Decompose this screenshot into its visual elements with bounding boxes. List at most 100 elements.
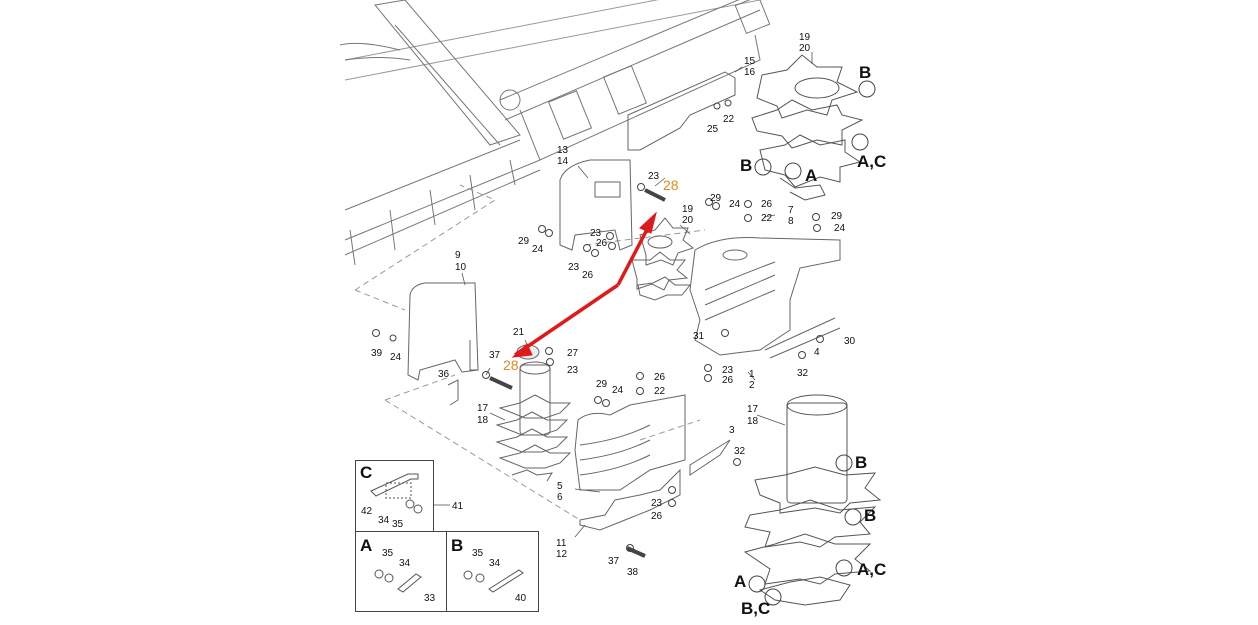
housing-7-8 (689, 237, 841, 356)
callout-23: 23 (590, 228, 602, 239)
callout-23: 23 (568, 262, 580, 273)
callout-4: 4 (814, 347, 820, 358)
detail-marker-bc[interactable]: B,C (741, 599, 771, 618)
callout-26: 26 (761, 199, 773, 210)
callout-3: 3 (729, 425, 735, 436)
callout-11: 11 (556, 538, 567, 549)
inset-letter: C (360, 463, 373, 482)
red-arrow (511, 211, 657, 358)
callout-32: 32 (797, 368, 809, 379)
callout-32: 32 (734, 446, 746, 457)
housing-5-6 (574, 394, 686, 491)
callout-10: 10 (455, 262, 467, 273)
callout-29: 29 (596, 379, 608, 390)
callout-37: 37 (489, 350, 501, 361)
callout-18: 18 (747, 416, 759, 427)
callout-26: 26 (651, 511, 663, 522)
callout-36: 36 (438, 369, 450, 380)
inset-b-drawing (463, 569, 524, 593)
callout-24: 24 (729, 199, 741, 210)
inset-letter: A (360, 536, 373, 555)
bracket-36 (447, 379, 459, 406)
callout-19: 19 (799, 32, 811, 43)
blade-3 (689, 439, 731, 476)
callout-23: 23 (567, 365, 579, 376)
inset-detail-b: B 35 34 40 (446, 531, 539, 612)
inset-letter: B (451, 536, 464, 555)
inset-part-33: 33 (424, 593, 436, 604)
inset-part-34: 34 (489, 558, 501, 569)
callout-20: 20 (799, 43, 811, 54)
callout-41: 41 (452, 501, 464, 512)
detail-marker-ac[interactable]: A,C (857, 560, 887, 579)
inset-a-drawing (374, 569, 422, 593)
callout-6: 6 (557, 492, 563, 503)
guide-lines (354, 184, 706, 521)
callout-25: 25 (707, 124, 719, 135)
callout-26: 26 (722, 375, 734, 386)
callout-23: 23 (648, 171, 660, 182)
detail-marker-b[interactable]: B (855, 453, 868, 472)
detail-marker-b[interactable]: B (864, 506, 877, 525)
inset-detail-a: A 35 34 33 (355, 531, 447, 612)
callout-15: 15 (744, 56, 756, 67)
callout-12: 12 (556, 549, 568, 560)
inset-part-40: 40 (515, 593, 527, 604)
detail-circles (748, 80, 876, 606)
callout-9: 9 (455, 250, 461, 261)
callout-30: 30 (844, 336, 856, 347)
detail-marker-a[interactable]: A (734, 572, 747, 591)
callout-26: 26 (654, 372, 666, 383)
callout-29: 29 (831, 211, 843, 222)
blade-4 (764, 317, 841, 359)
inset-part-35: 35 (382, 548, 394, 559)
callout-29: 29 (518, 236, 530, 247)
fasteners (372, 99, 824, 558)
inset-part-34: 34 (378, 515, 390, 526)
callout-31: 31 (693, 331, 705, 342)
callout-24: 24 (390, 352, 402, 363)
callout-18: 18 (477, 415, 489, 426)
inset-c-drawing (370, 473, 423, 514)
callout-14: 14 (557, 156, 569, 167)
detail-marker-b[interactable]: B (740, 156, 753, 175)
callout-8: 8 (788, 216, 794, 227)
callout-26: 26 (582, 270, 594, 281)
cover-13-14 (559, 159, 633, 251)
rotor-19-20-large (751, 54, 864, 201)
callout-22: 22 (654, 386, 666, 397)
callout-23: 23 (651, 498, 663, 509)
leader-lines (434, 52, 813, 538)
callout-24: 24 (834, 223, 846, 234)
callout-26: 26 (596, 238, 608, 249)
main-frame (339, 0, 771, 266)
callout-5: 5 (557, 481, 563, 492)
callout-16: 16 (744, 67, 756, 78)
callout-23: 23 (722, 365, 734, 376)
callout-28-bottom[interactable]: 28 (503, 357, 519, 373)
callout-38: 38 (627, 567, 639, 578)
callout-22: 22 (723, 114, 735, 125)
rotor-19-20-small (631, 217, 695, 301)
callout-19: 19 (682, 204, 694, 215)
inset-part-42: 42 (361, 506, 373, 517)
detail-marker-b[interactable]: B (859, 63, 872, 82)
callout-17: 17 (747, 404, 759, 415)
detail-marker-ac[interactable]: A,C (857, 152, 887, 171)
callout-37: 37 (608, 556, 620, 567)
callout-24: 24 (612, 385, 624, 396)
detail-marker-a[interactable]: A (805, 166, 818, 185)
inset-part-35: 35 (472, 548, 484, 559)
shield-9-10 (407, 282, 479, 381)
callout-39: 39 (371, 348, 383, 359)
callout-17: 17 (477, 403, 489, 414)
inset-part-35: 35 (392, 519, 404, 530)
rotor-17-18 (495, 361, 572, 482)
callout-1: 1 (749, 369, 755, 380)
inset-detail-c: C 42 34 35 (355, 460, 434, 532)
bracket-11-12 (579, 468, 681, 531)
callout-24: 24 (532, 244, 544, 255)
callout-28-top[interactable]: 28 (663, 177, 679, 193)
